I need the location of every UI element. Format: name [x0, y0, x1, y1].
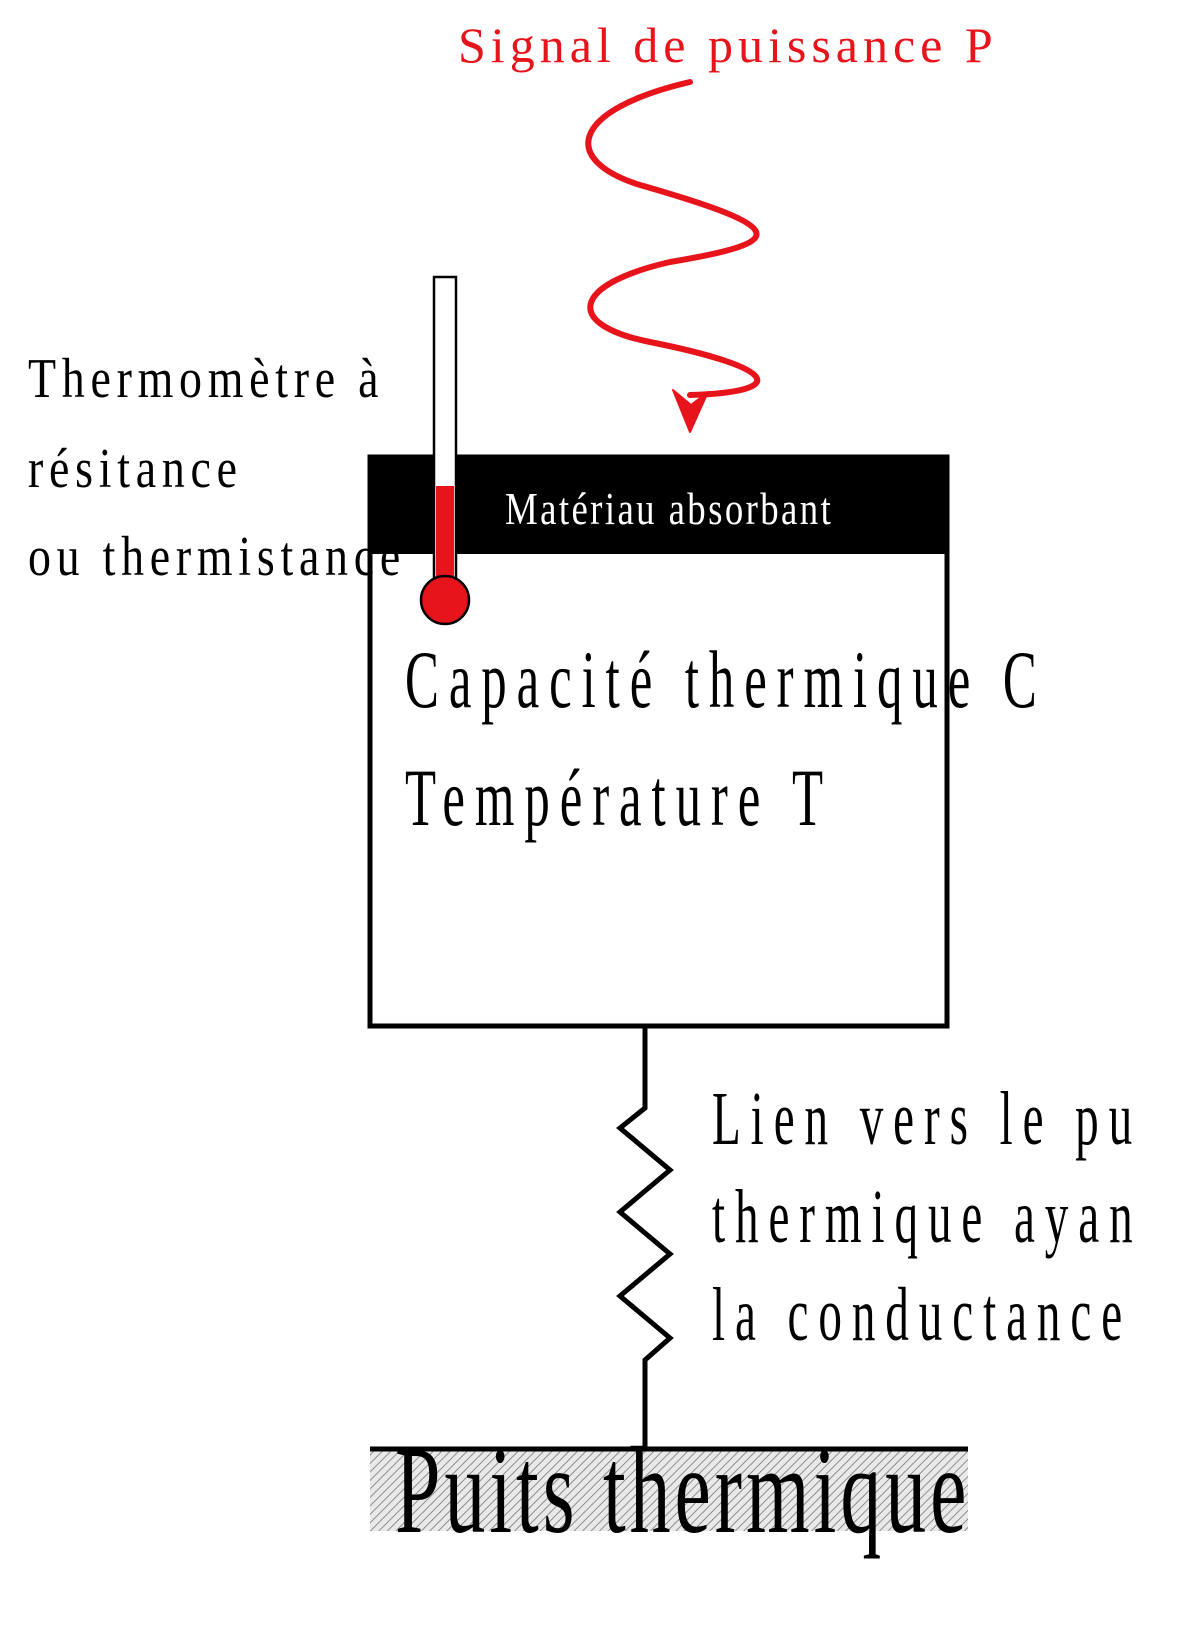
signal-label: Signal de puissance P	[458, 17, 998, 73]
signal-arrowhead	[672, 389, 709, 433]
thermometer-bulb	[419, 574, 471, 626]
thermometer-mercury	[436, 486, 454, 598]
thermometer-label-line-3: ou thermistance	[28, 526, 406, 588]
heat-sink-label: Puits thermique	[395, 1421, 970, 1559]
thermometer-label-line-1: Thermomètre à	[28, 348, 384, 410]
temperature-label: Température T	[405, 752, 833, 843]
heat-capacity-label: Capacité thermique C	[405, 634, 1047, 725]
heat-sink-hatch	[370, 1449, 968, 1531]
link-label-line-1: Lien vers le pu	[712, 1077, 1142, 1161]
link-label-line-3: la conductance	[712, 1273, 1132, 1357]
signal-wave	[585, 79, 761, 398]
link-label-line-2: thermique ayan	[712, 1175, 1143, 1259]
absorber-layer	[370, 457, 947, 554]
thermal-link-resistor	[616, 1026, 674, 1448]
thermometer-label-line-2: résitance	[28, 438, 243, 500]
absorber-label: Matériau absorbant	[505, 484, 833, 535]
